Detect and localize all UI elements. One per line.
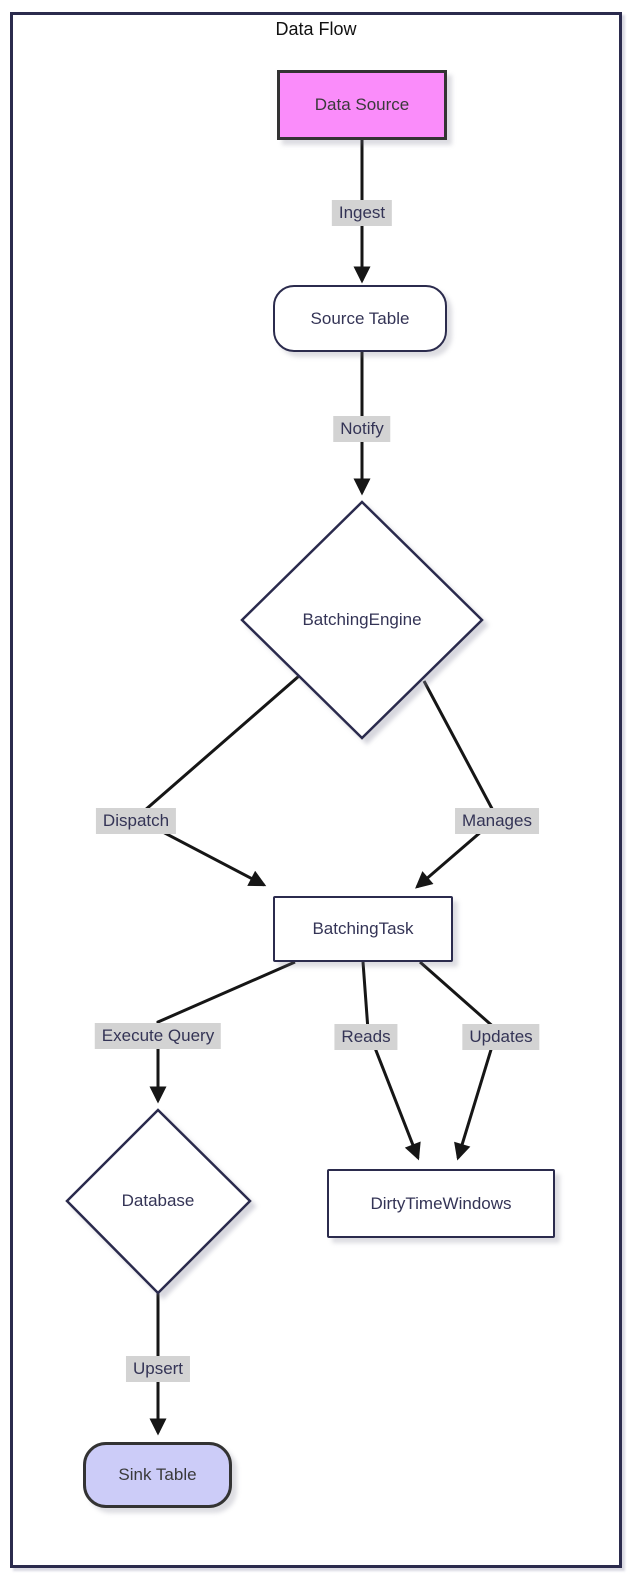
edge-label-updates: Updates xyxy=(462,1024,540,1050)
edge-label-manages: Manages xyxy=(455,808,539,834)
edge-reads xyxy=(361,961,421,1161)
edge-manages xyxy=(415,680,499,889)
edge-label-ingest: Ingest xyxy=(331,200,393,226)
node-database-label: Database xyxy=(121,1191,195,1210)
edge-execute-query xyxy=(149,960,296,1104)
batching-engine-diamond xyxy=(240,500,484,740)
edge-label-reads: Reads xyxy=(334,1024,398,1050)
diagram-title: Data Flow xyxy=(275,19,357,39)
database-diamond xyxy=(65,1108,252,1295)
node-batching-engine-label: BatchingEngine xyxy=(302,610,422,629)
node-data-source: Data Source xyxy=(277,70,447,140)
node-source-table-label: Source Table xyxy=(310,308,410,328)
node-dirty-time-windows-label: DirtyTimeWindows xyxy=(370,1193,512,1213)
node-sink-table: Sink Table xyxy=(83,1442,232,1508)
edge-label-upsert: Upsert xyxy=(125,1356,191,1382)
edge-updates xyxy=(419,960,499,1161)
node-batching-task-label: BatchingTask xyxy=(312,919,414,938)
diagram-frame xyxy=(10,12,622,1568)
edge-label-dispatch: Dispatch xyxy=(95,808,177,834)
node-data-source-label: Data Source xyxy=(314,95,410,114)
edge-dispatch xyxy=(133,674,300,887)
node-batching-task: BatchingTask xyxy=(273,896,453,962)
node-dirty-time-windows: DirtyTimeWindows xyxy=(327,1169,555,1238)
node-sink-table-label: Sink Table xyxy=(118,1465,197,1484)
edge-label-execute-query: Execute Query xyxy=(94,1023,222,1049)
edge-label-notify: Notify xyxy=(333,416,391,442)
node-source-table: Source Table xyxy=(273,285,447,352)
